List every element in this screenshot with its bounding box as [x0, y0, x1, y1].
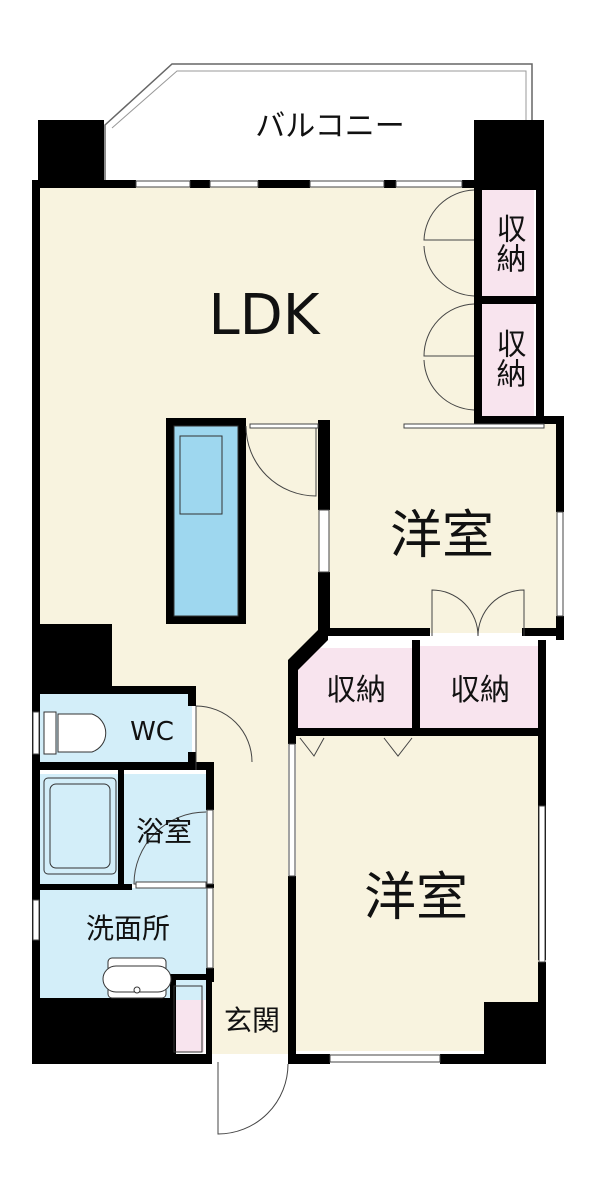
western-room-2-label: 洋室 [364, 868, 468, 928]
closet-label-mid: 収納 [491, 328, 527, 388]
toilet-icon [43, 711, 107, 755]
shoe-cabinet [173, 985, 203, 1053]
bathroom-label: 浴室 [136, 815, 192, 848]
wash-basin-icon [102, 957, 172, 999]
western-room-1-label: 洋室 [390, 506, 494, 566]
room-labels: バルコニー LDK 収納 収納 洋室 収納 収納 WC 浴室 洗面所 洋室 玄関 [86, 109, 527, 1037]
closet-label-left: 収納 [326, 673, 386, 708]
floor-fills [38, 185, 560, 1054]
windows [32, 180, 564, 1063]
washroom-label: 洗面所 [86, 912, 170, 945]
kitchen-sink-icon [179, 435, 223, 515]
entrance-label: 玄関 [224, 1004, 280, 1037]
balcony-label: バルコニー [255, 109, 404, 144]
walls [32, 120, 564, 1064]
wc-label: WC [130, 717, 174, 747]
closet-label-top: 収納 [491, 213, 527, 273]
fixtures [43, 425, 239, 1053]
doors [133, 189, 545, 1135]
closet-label-right: 収納 [450, 673, 510, 708]
bathtub-icon [43, 777, 117, 875]
ldk-label: LDK [208, 283, 320, 348]
